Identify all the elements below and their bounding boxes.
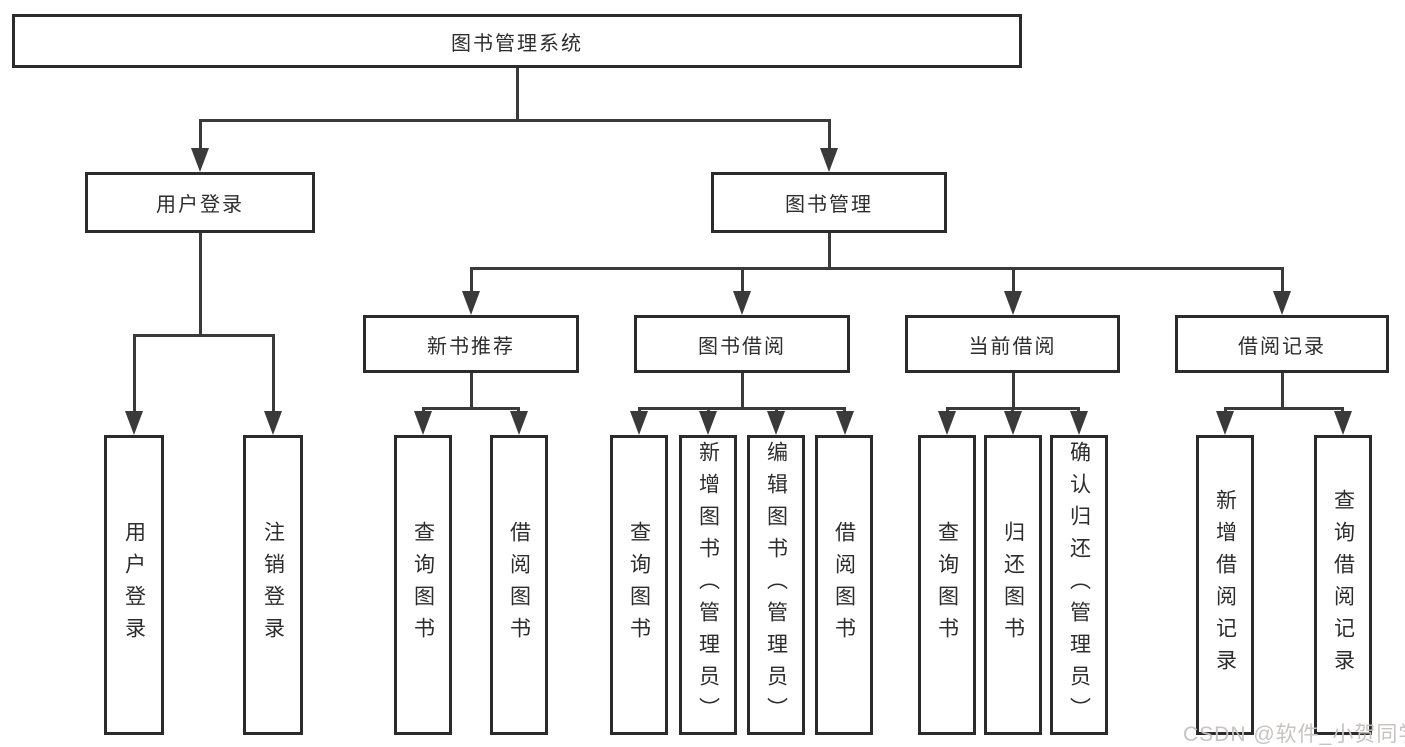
connector-line — [1281, 373, 1284, 410]
arrow-down-icon — [264, 411, 282, 435]
node-book-management: 图书管理 — [711, 172, 947, 233]
arrow-down-icon — [733, 291, 751, 315]
leaf-logout: 注销登录 — [243, 435, 303, 735]
arrow-down-icon — [767, 411, 785, 435]
connector-line — [133, 334, 275, 337]
leaf-borrow-books: 借阅图书 — [815, 435, 873, 735]
connector-line — [470, 267, 1283, 270]
connector-line — [272, 334, 275, 412]
connector-line — [199, 119, 831, 122]
connector-line — [741, 373, 744, 410]
connector-line — [1012, 267, 1015, 293]
node-book-borrow: 图书借阅 — [634, 315, 850, 373]
connector-line — [741, 267, 744, 293]
leaf-return-book: 归还图书 — [984, 435, 1042, 735]
leaf-add-book-admin: 新增图书（管理员） — [679, 435, 737, 735]
arrow-down-icon — [1273, 291, 1291, 315]
arrow-down-icon — [1004, 411, 1022, 435]
connector-line — [516, 68, 519, 120]
leaf-user-login: 用户登录 — [104, 435, 164, 735]
connector-line — [199, 119, 202, 149]
node-new-book-recommend: 新书推荐 — [363, 315, 579, 373]
connector-line — [470, 267, 473, 293]
leaf-edit-book-admin: 编辑图书（管理员） — [747, 435, 805, 735]
connector-line — [828, 233, 831, 270]
connector-line — [828, 119, 831, 149]
connector-line — [638, 407, 846, 410]
leaf-query-books-recommend: 查询图书 — [394, 435, 452, 735]
arrow-down-icon — [938, 411, 956, 435]
arrow-down-icon — [191, 148, 209, 172]
leaf-query-books-borrow: 查询图书 — [610, 435, 668, 735]
leaf-query-borrow-record: 查询借阅记录 — [1314, 435, 1372, 735]
arrow-down-icon — [699, 411, 717, 435]
arrow-down-icon — [836, 411, 854, 435]
arrow-down-icon — [630, 411, 648, 435]
arrow-down-icon — [510, 411, 528, 435]
node-user-login: 用户登录 — [85, 172, 315, 233]
leaf-borrow-books-recommend: 借阅图书 — [490, 435, 548, 735]
csdn-watermark: CSDN @软件_小贺同学 — [1183, 723, 1405, 746]
leaf-confirm-return-admin: 确认归还（管理员） — [1050, 435, 1108, 735]
connector-line — [1224, 407, 1344, 410]
leaf-add-borrow-record: 新增借阅记录 — [1196, 435, 1254, 735]
arrow-down-icon — [1216, 411, 1234, 435]
connector-line — [133, 334, 136, 412]
arrow-down-icon — [1334, 411, 1352, 435]
arrow-down-icon — [1004, 291, 1022, 315]
arrow-down-icon — [414, 411, 432, 435]
arrow-down-icon — [1070, 411, 1088, 435]
node-library-management-system: 图书管理系统 — [12, 14, 1022, 68]
connector-line — [470, 373, 473, 410]
leaf-query-books-current: 查询图书 — [918, 435, 976, 735]
node-current-borrow: 当前借阅 — [905, 315, 1120, 373]
connector-line — [1012, 373, 1015, 410]
connector-line — [1281, 267, 1284, 293]
arrow-down-icon — [462, 291, 480, 315]
arrow-down-icon — [820, 148, 838, 172]
node-borrow-records: 借阅记录 — [1175, 315, 1389, 373]
connector-line — [422, 407, 520, 410]
arrow-down-icon — [125, 411, 143, 435]
connector-line — [199, 233, 202, 337]
